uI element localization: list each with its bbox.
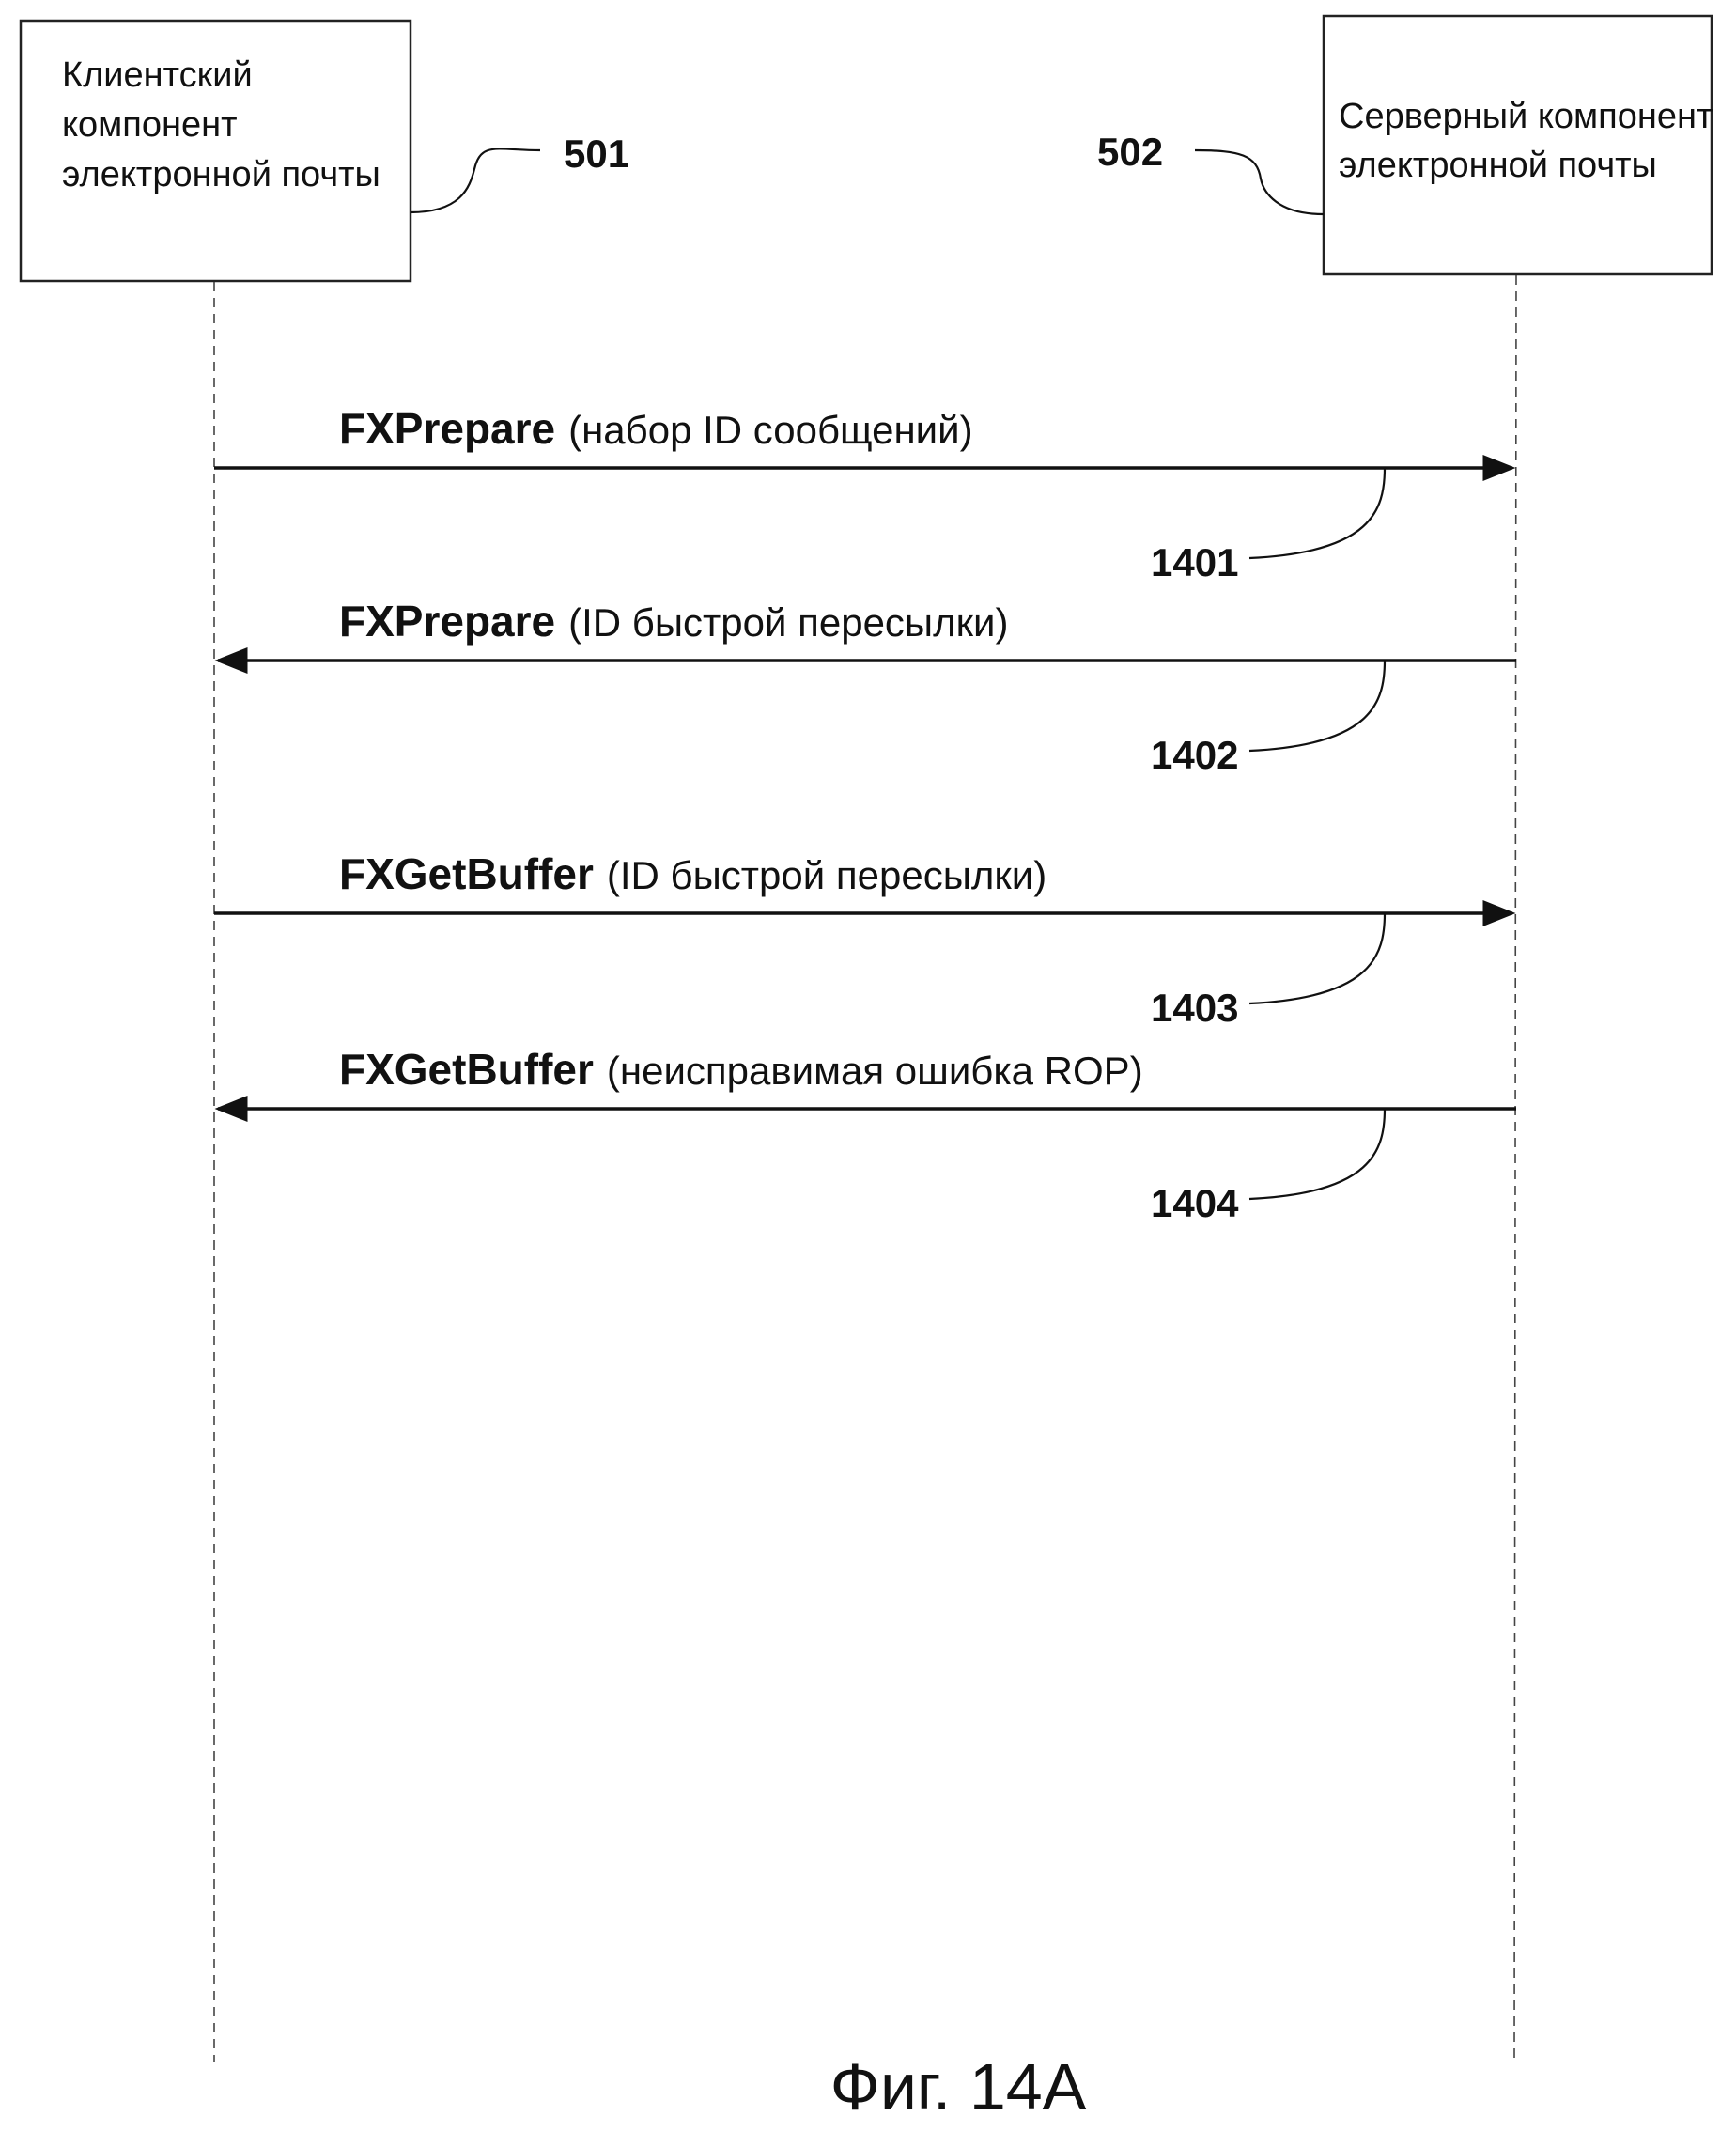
message-3: FXGetBuffer (ID быстрой пересылки) 1403 [214, 849, 1516, 1030]
client-label-line-1: Клиентский [62, 55, 253, 95]
message-ref-number: 1403 [1151, 986, 1238, 1030]
client-label-line-3: электронной почты [62, 155, 380, 194]
server-ref-number: 502 [1097, 130, 1163, 174]
message-4: FXGetBuffer (неисправимая ошибка ROP) 1404 [214, 1045, 1516, 1225]
server-lifeline [1513, 274, 1517, 2063]
message-argument: (ID быстрой пересылки) [568, 600, 1008, 645]
message-ref-number: 1404 [1151, 1181, 1239, 1225]
message-ref-leader [1248, 660, 1387, 753]
message-name: FXGetBuffer [339, 1045, 594, 1094]
server-component-box: Серверный компонент электронной почты [1322, 14, 1713, 276]
message-label: FXGetBuffer (неисправимая ошибка ROP) [339, 1045, 1143, 1094]
client-component-box: Клиентский компонент электронной почты [19, 19, 412, 283]
server-ref-leader [1194, 148, 1325, 216]
message-name: FXPrepare [339, 404, 555, 453]
message-label: FXGetBuffer (ID быстрой пересылки) [339, 849, 1046, 898]
server-label-line-1: Серверный компонент [1339, 97, 1713, 136]
message-ref-number: 1402 [1151, 733, 1238, 777]
message-1: FXPrepare (набор ID сообщений) 1401 [214, 404, 1516, 584]
client-label-line-2: компонент [62, 105, 238, 145]
message-label: FXPrepare (ID быстрой пересылки) [339, 597, 1008, 646]
message-ref-leader [1248, 467, 1387, 560]
figure-caption: Фиг. 14A [830, 2050, 1087, 2123]
server-label-line-2: электронной почты [1339, 146, 1657, 185]
message-name: FXPrepare [339, 597, 555, 646]
message-argument: (ID быстрой пересылки) [607, 853, 1046, 897]
message-label: FXPrepare (набор ID сообщений) [339, 404, 973, 453]
message-2: FXPrepare (ID быстрой пересылки) 1402 [214, 597, 1516, 777]
message-name: FXGetBuffer [339, 849, 594, 898]
client-ref-number: 501 [564, 132, 629, 176]
message-ref-number: 1401 [1151, 540, 1238, 584]
message-ref-leader [1248, 1108, 1387, 1201]
message-ref-leader [1248, 912, 1387, 1005]
message-argument: (неисправимая ошибка ROP) [607, 1049, 1143, 1093]
message-argument: (набор ID сообщений) [568, 408, 972, 452]
client-ref-leader [410, 148, 541, 214]
